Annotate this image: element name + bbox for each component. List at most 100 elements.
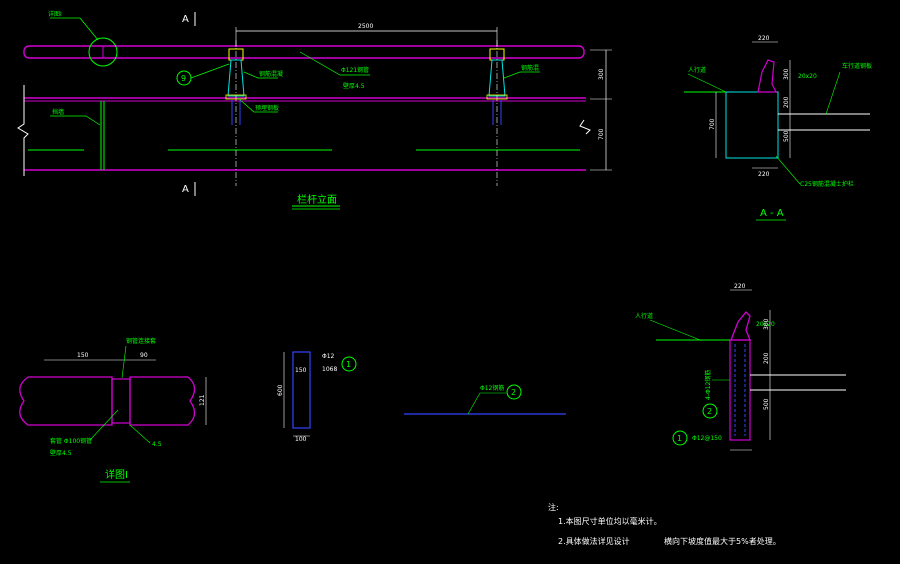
bar-2-leader <box>467 392 506 415</box>
aa-post <box>757 59 777 93</box>
right-post-leader <box>503 71 540 79</box>
aa-dim-r3: 500 <box>783 130 790 142</box>
bar-1-dim-width: 100 <box>295 436 307 443</box>
detail-ref-leader <box>50 17 99 41</box>
notes-block: 注: 1.本图尺寸单位均以毫米计。 2.具体做法详见设计 横向下坡度值最大于5%… <box>548 502 781 546</box>
cap-label: 预埋钢板 <box>255 104 279 112</box>
ls-marker-2-text: 2 <box>707 407 712 416</box>
detail-label-pipe-1: 套管 Φ100钢管 <box>50 437 92 445</box>
notes-item-2: 2.具体做法详见设计 <box>558 536 630 546</box>
aa-dim-r2: 200 <box>783 96 790 108</box>
aa-label-right-leader <box>825 71 841 115</box>
bar-2-view: Φ12钢筋 2 <box>404 384 566 415</box>
pipe-right <box>129 376 196 426</box>
detail-dim-total-text: 150 <box>77 352 89 359</box>
bar-1-label-2: 1068 <box>322 366 337 373</box>
wall-leader <box>50 115 101 126</box>
bar-1-view: 600 100 150 Φ12 1068 1 <box>277 351 357 443</box>
ls-marker-2-circle <box>702 403 718 419</box>
top-handrail <box>23 45 585 59</box>
rail-label-2: 壁厚4.5 <box>343 82 365 90</box>
sleeve <box>111 378 131 424</box>
right-post-label: 钢筋混 <box>521 64 539 72</box>
rail-label-1: Φ121钢管 <box>341 66 369 74</box>
right-break-line <box>579 119 591 135</box>
right-dim-lower: 700 <box>598 128 605 140</box>
marker-9-text: 9 <box>181 74 186 83</box>
section-aa-view: 220 20x20 300 200 500 700 220 人行道 车行道钢板 … <box>684 35 872 221</box>
detail-dim-part-text: 90 <box>140 352 148 359</box>
bar-1-shape <box>292 351 311 429</box>
bar-2-marker-circle <box>506 384 522 400</box>
ls-dim-top-text: 220 <box>734 283 746 290</box>
ls-marker-1-circle <box>672 430 688 446</box>
ls-label-vertical: 4-Φ12钢筋 <box>704 370 712 400</box>
aa-label-right: 车行道钢板 <box>842 62 872 70</box>
ls-label-left-leader <box>649 319 701 341</box>
notes-item-1: 1.本图尺寸单位均以毫米计。 <box>558 516 662 526</box>
detail-dim-height-text: 121 <box>199 394 206 406</box>
marker-9-leader <box>190 63 230 79</box>
pipe-left <box>19 376 113 426</box>
detail-weld-leader <box>129 424 151 444</box>
detail-title: 详图I <box>105 468 128 481</box>
ls-wall <box>729 339 751 441</box>
detail-pipe-leader <box>89 409 119 441</box>
detail-circle <box>88 37 118 67</box>
aa-label-bottom-leader <box>775 155 801 185</box>
aa-label-bottom: C25钢筋混凝土护栏 <box>800 180 854 188</box>
aa-dim-bottom: 220 <box>758 171 770 178</box>
aa-title: A - A <box>760 208 784 219</box>
ls-dim-post: 20x20 <box>756 321 775 328</box>
lower-section-view: 220 20x20 300 200 500 人行道 4-Φ12钢筋 Φ12@15… <box>635 283 846 451</box>
detail-i-view: 150 90 121 钢管连接套 套管 Φ100钢管 壁厚4.5 4.5 详图I <box>19 337 207 483</box>
cap-leader <box>237 97 278 113</box>
detail-label-pipe-2: 壁厚4.5 <box>50 449 72 457</box>
post-leader <box>243 71 278 79</box>
bar-1-marker-circle <box>341 356 357 372</box>
aa-dim-post-text: 20x20 <box>798 73 817 80</box>
section-mark-bottom: A <box>182 184 189 195</box>
detail-label-weld: 4.5 <box>152 441 162 448</box>
notes-extra: 横向下坡度值最大于5%者处理。 <box>664 536 781 546</box>
wall-label: 挡墙 <box>52 108 64 116</box>
detail-ref-label: 详图I <box>48 10 62 18</box>
post-left <box>225 40 247 186</box>
post-right <box>486 40 508 186</box>
aa-label-left-leader <box>687 73 727 93</box>
ls-dim-r2: 200 <box>763 352 770 364</box>
bar-1-dim-height: 600 <box>277 384 284 396</box>
right-dim-upper: 300 <box>598 68 605 80</box>
ls-label-bottom: Φ12@150 <box>692 435 722 442</box>
left-break-line <box>17 85 29 176</box>
ls-post <box>730 311 751 341</box>
bar-1-marker-text: 1 <box>346 360 351 369</box>
aa-label-left: 人行道 <box>688 66 706 74</box>
notes-heading: 注: <box>548 502 559 512</box>
post-label: 钢筋混凝 <box>259 70 283 78</box>
ls-dim-r3: 500 <box>763 398 770 410</box>
ls-dim-r1: 300 <box>763 318 770 330</box>
post-right-base <box>486 94 508 100</box>
rail-leader <box>299 51 370 76</box>
span-dim-text: 2500 <box>358 23 373 30</box>
aa-dim-top-text: 220 <box>758 35 770 42</box>
post-right-body <box>488 59 506 97</box>
ls-marker-1-text: 1 <box>677 434 682 443</box>
aa-dim-left: 700 <box>709 118 716 130</box>
bar-2-label: Φ12钢筋 <box>480 384 504 392</box>
detail-label-sleeve: 钢管连接套 <box>126 337 156 345</box>
bar-2-marker-text: 2 <box>511 388 516 397</box>
post-left-body <box>227 59 245 97</box>
aa-dim-r1: 300 <box>783 68 790 80</box>
aa-wall <box>725 91 779 159</box>
elevation-view: 详图I A A 2500 <box>17 10 612 210</box>
ls-label-left: 人行道 <box>635 312 653 320</box>
detail-sleeve-leader <box>121 345 127 379</box>
elevation-title: 栏杆立面 <box>297 193 337 206</box>
section-mark-top: A <box>182 14 189 25</box>
post-left-base <box>225 94 247 100</box>
bar-1-inner: 150 <box>295 367 307 374</box>
bar-1-label-1: Φ12 <box>322 353 335 360</box>
